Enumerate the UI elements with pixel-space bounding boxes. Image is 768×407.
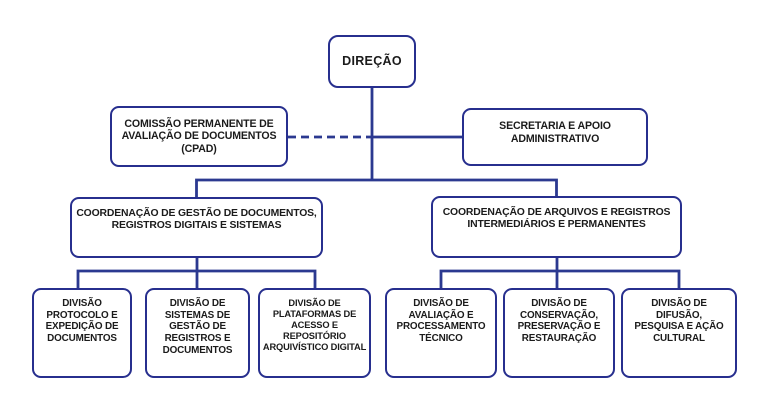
edge-right-branch [439,258,681,288]
org-node-divisao-protocolo: DIVISÃO PROTOCOLO E EXPEDIÇÃO DE DOCUMEN… [32,288,132,378]
org-node-divisao-conservacao: DIVISÃO DE CONSERVAÇÃO, PRESERVAÇÃO E RE… [503,288,615,378]
org-node-coordenacao-gestao-documentos-label: COORDENAÇÃO DE GESTÃO DE DOCUMENTOS, REG… [76,208,317,232]
org-node-secretaria: SECRETARIA E APOIO ADMINISTRATIVO [462,108,648,166]
org-node-cpad: COMISSÃO PERMANENTE DE AVALIAÇÃO DE DOCU… [110,106,288,167]
org-node-divisao-protocolo-label: DIVISÃO PROTOCOLO E EXPEDIÇÃO DE DOCUMEN… [45,298,119,345]
org-node-cpad-label: COMISSÃO PERMANENTE DE AVALIAÇÃO DE DOCU… [121,117,277,155]
org-node-divisao-difusao: DIVISÃO DE DIFUSÃO, PESQUISA E AÇÃO CULT… [621,288,737,378]
org-node-coordenacao-arquivos-registros-label: COORDENAÇÃO DE ARQUIVOS E REGISTROS INTE… [442,207,671,231]
org-node-coordenacao-gestao-documentos: COORDENAÇÃO DE GESTÃO DE DOCUMENTOS, REG… [70,197,323,258]
org-node-direcao: DIREÇÃO [328,35,416,88]
org-node-divisao-difusao-label: DIVISÃO DE DIFUSÃO, PESQUISA E AÇÃO CULT… [634,298,724,345]
org-node-direcao-label: DIREÇÃO [342,54,402,69]
org-node-divisao-avaliacao: DIVISÃO DE AVALIAÇÃO E PROCESSAMENTO TÉC… [385,288,497,378]
org-node-divisao-conservacao-label: DIVISÃO DE CONSERVAÇÃO, PRESERVAÇÃO E RE… [517,298,601,345]
org-node-coordenacao-arquivos-registros: COORDENAÇÃO DE ARQUIVOS E REGISTROS INTE… [431,196,682,258]
org-node-divisao-plataformas-label: DIVISÃO DE PLATAFORMAS DE ACESSO E REPOS… [262,298,367,352]
org-node-divisao-plataformas: DIVISÃO DE PLATAFORMAS DE ACESSO E REPOS… [258,288,371,378]
edge-coordinations [195,178,558,197]
org-node-divisao-sistemas: DIVISÃO DE SISTEMAS DE GESTÃO DE REGISTR… [145,288,250,378]
org-node-secretaria-label: SECRETARIA E APOIO ADMINISTRATIVO [499,120,611,145]
org-node-divisao-avaliacao-label: DIVISÃO DE AVALIAÇÃO E PROCESSAMENTO TÉC… [396,298,486,345]
edge-left-branch [76,258,317,288]
org-node-divisao-sistemas-label: DIVISÃO DE SISTEMAS DE GESTÃO DE REGISTR… [162,298,233,356]
